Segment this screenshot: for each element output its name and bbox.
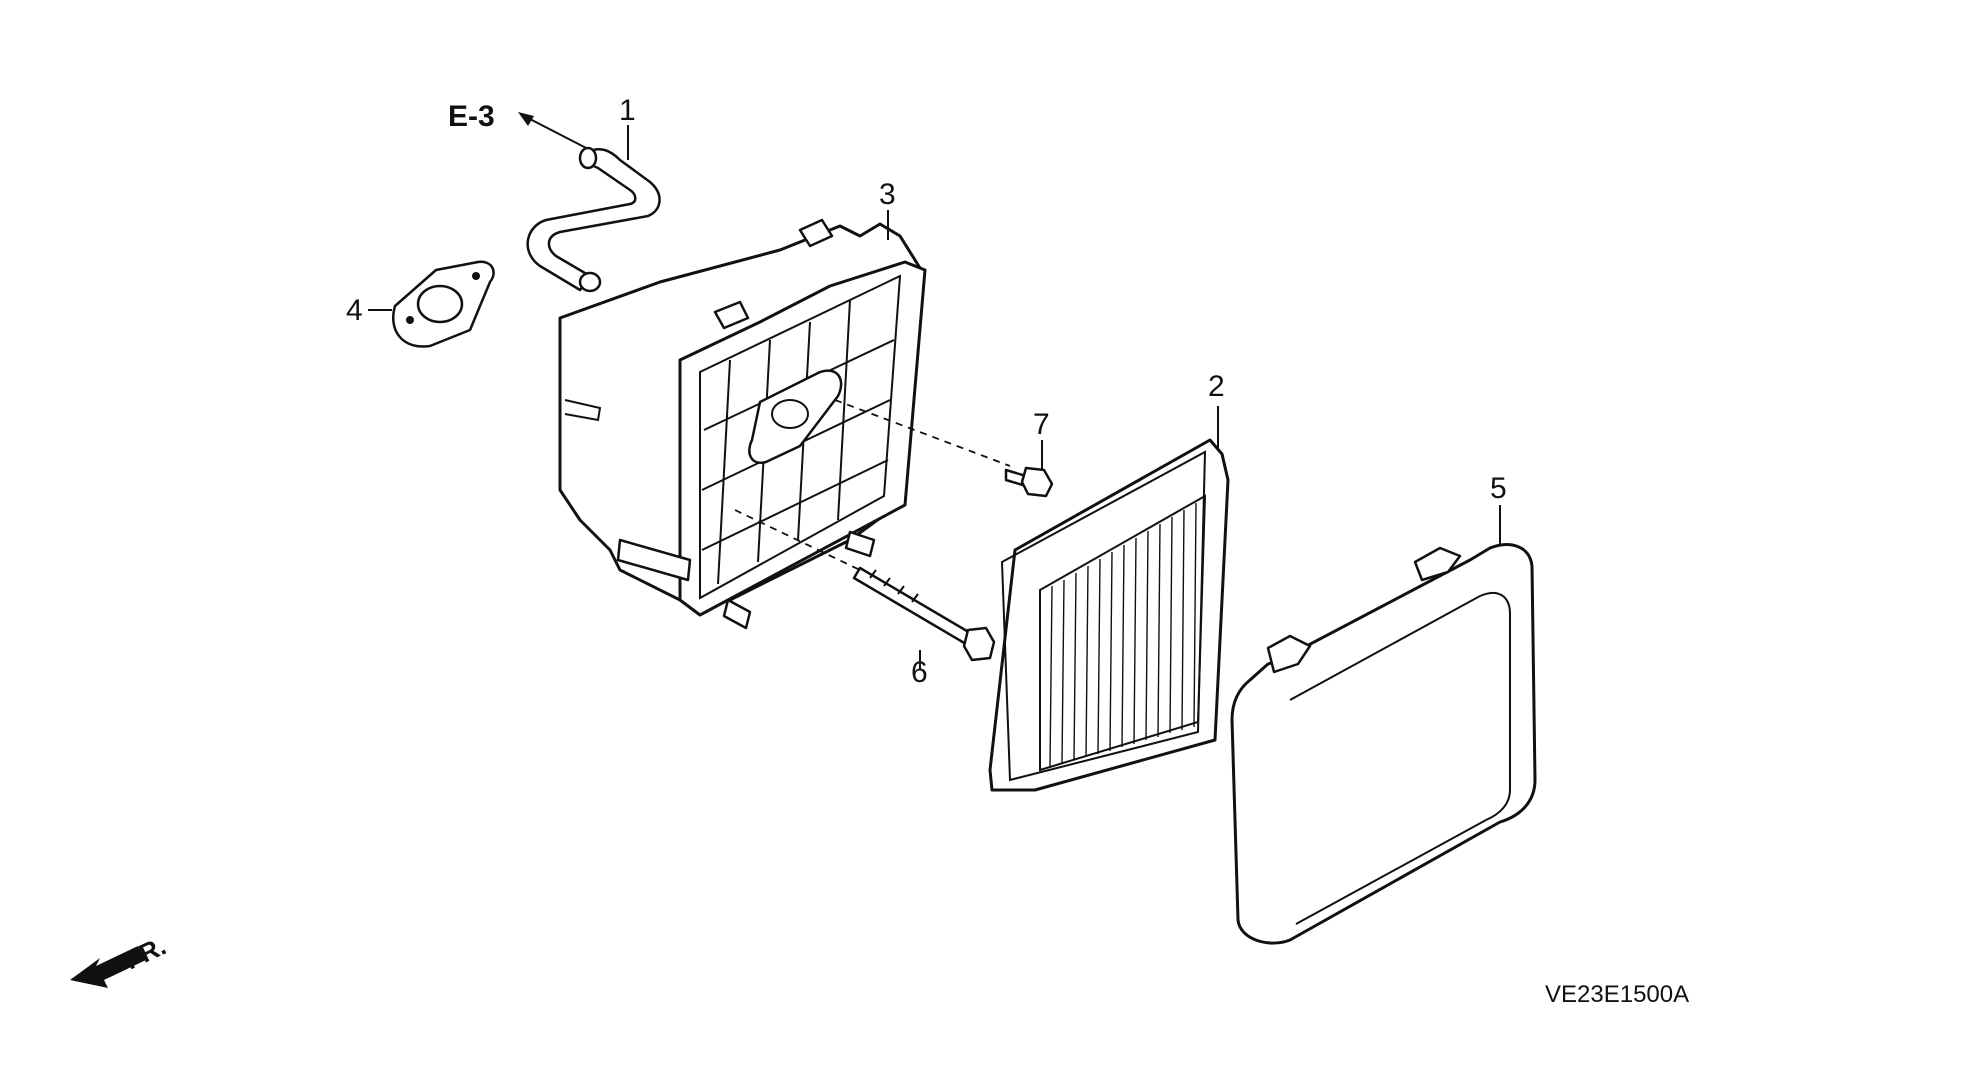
callout-2: 2	[1208, 370, 1225, 403]
front-direction-arrow: FR.	[70, 931, 171, 988]
part-5-cover	[1230, 543, 1537, 945]
assembly-line-7	[834, 399, 1011, 467]
part-6-bolt	[852, 566, 996, 662]
part-3-air-cleaner-case	[558, 218, 927, 630]
assembly-line-6	[734, 509, 861, 571]
callout-3: 3	[879, 178, 896, 211]
part-2-filter-element	[988, 438, 1230, 792]
callout-4: 4	[346, 294, 363, 327]
callout-1: 1	[619, 94, 636, 127]
reference-label: E-3	[448, 100, 495, 133]
callout-leaders	[368, 125, 1501, 670]
filter-pleats	[1049, 502, 1197, 767]
callout-5: 5	[1490, 472, 1507, 505]
reference-e3: E-3	[448, 100, 591, 151]
part-1-breather-tube	[526, 146, 661, 293]
part-7-nut	[1004, 466, 1054, 498]
callout-7: 7	[1033, 408, 1050, 441]
callout-6: 6	[911, 656, 928, 689]
drawing-code: VE23E1500A	[1545, 981, 1689, 1008]
part-4-gasket	[392, 260, 495, 348]
